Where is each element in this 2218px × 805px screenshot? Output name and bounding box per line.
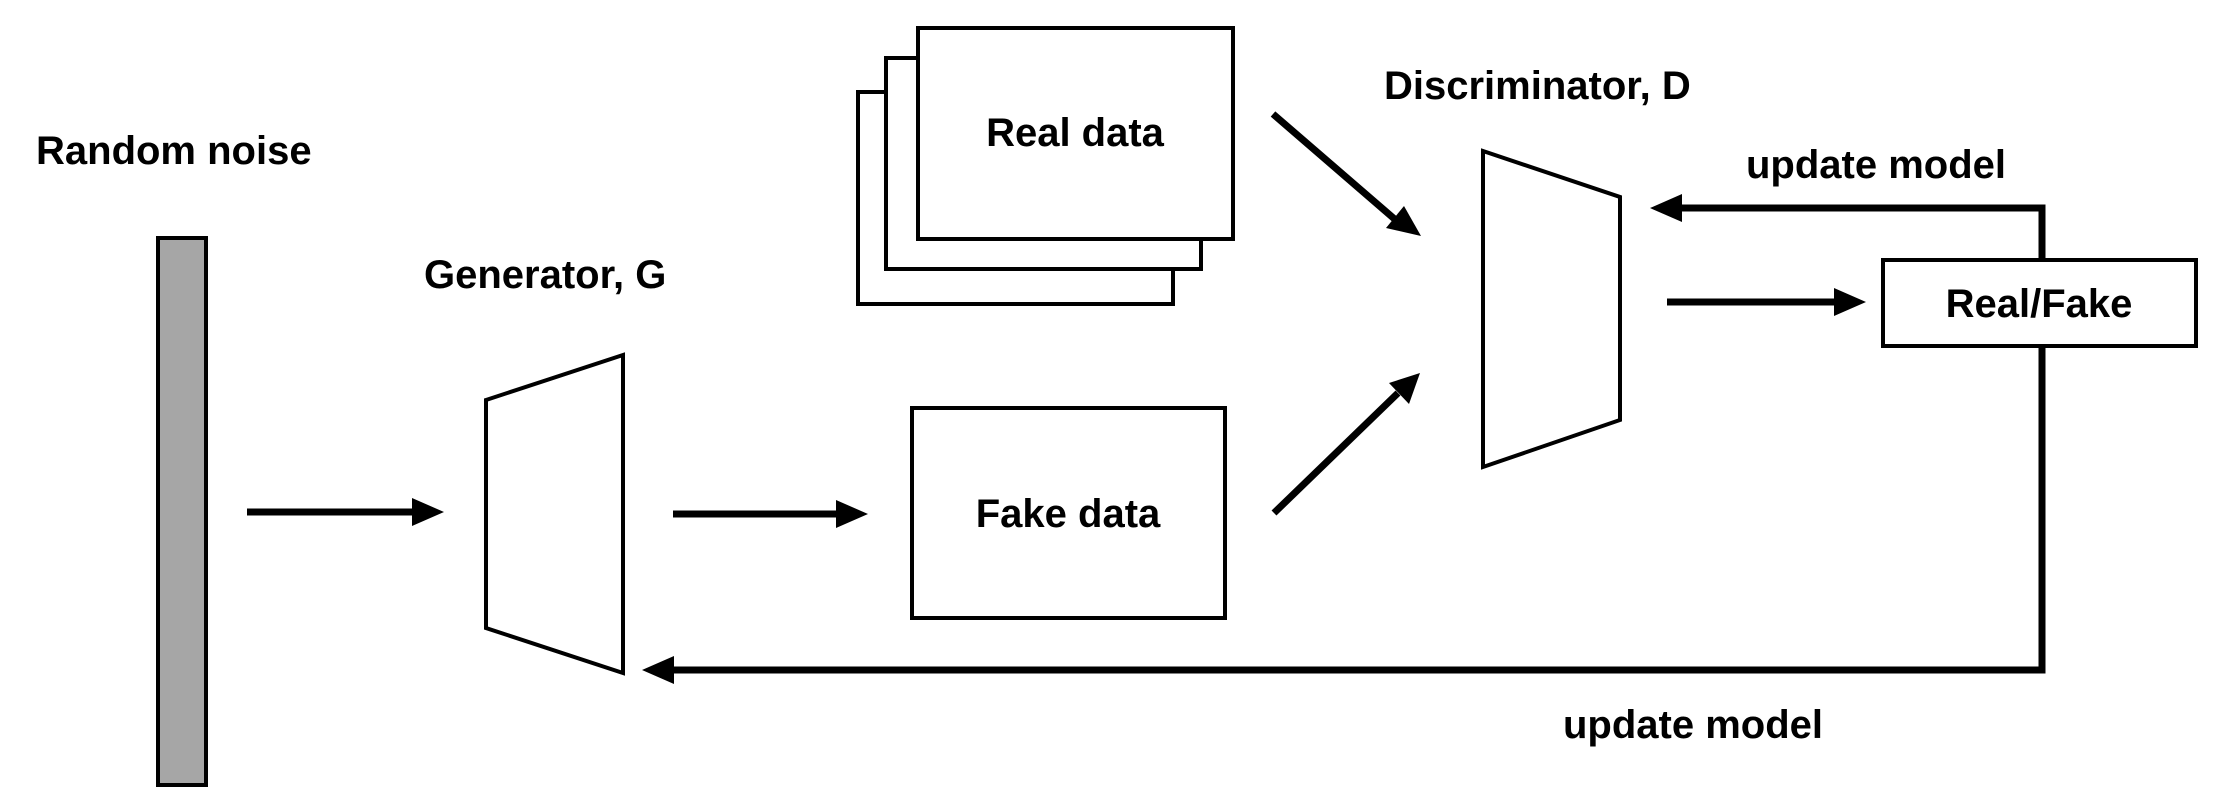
- arrow-generator-to-fake-head: [836, 500, 868, 528]
- update-model-label-bottom: update model: [1563, 703, 1823, 747]
- feedback-to-discriminator-head: [1650, 194, 1682, 222]
- real-fake-output-box: [1881, 258, 2198, 348]
- real-data-card-front: [916, 26, 1235, 241]
- arrow-fake-to-discriminator-head: [1389, 373, 1420, 404]
- discriminator-label: Discriminator, D: [1384, 64, 1691, 108]
- feedback-to-discriminator-line: [1680, 204, 2046, 260]
- update-model-label-top: update model: [1746, 143, 2006, 187]
- discriminator-block: [1481, 148, 1622, 470]
- arrow-discriminator-to-output-head: [1834, 288, 1866, 316]
- generator-block: [484, 352, 625, 676]
- fake-data-label: Fake data: [976, 492, 1161, 536]
- random-noise-vector: [156, 236, 208, 787]
- fake-data-box: [910, 406, 1227, 620]
- feedback-to-generator-line: [672, 346, 2046, 674]
- arrow-real-to-discriminator-head: [1386, 206, 1421, 236]
- arrow-fake-to-discriminator: [1271, 390, 1401, 516]
- generator-label: Generator, G: [424, 253, 666, 297]
- feedback-to-generator-head: [642, 656, 674, 684]
- real-data-label: Real data: [986, 111, 1165, 155]
- real-fake-output-label: Real/Fake: [1946, 282, 2133, 326]
- arrow-real-to-discriminator: [1270, 111, 1401, 225]
- random-noise-label: Random noise: [36, 129, 312, 173]
- arrow-noise-to-generator-head: [412, 498, 444, 526]
